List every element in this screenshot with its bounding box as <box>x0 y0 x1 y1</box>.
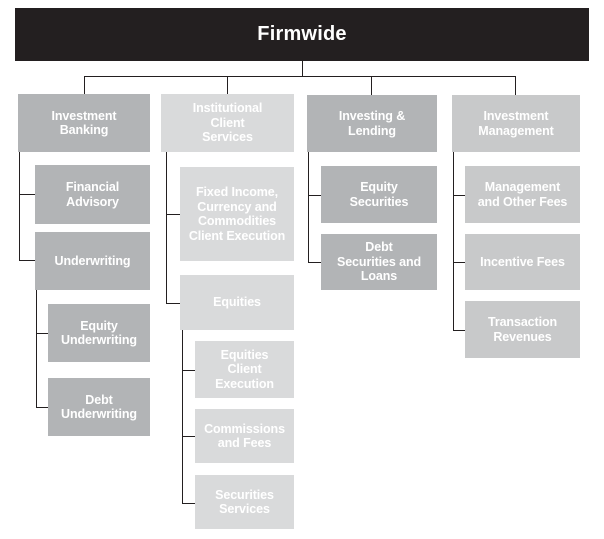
node-firmwide[interactable]: Firmwide <box>15 8 589 61</box>
connector-elbow-transaction-revenues <box>453 330 465 331</box>
node-management-and-other-fees[interactable]: Management and Other Fees <box>465 166 580 223</box>
node-investing-and-lending[interactable]: Investing & Lending <box>307 95 437 152</box>
connector-drop-institutional-client-services <box>227 76 228 94</box>
node-investment-management[interactable]: Investment Management <box>452 95 580 152</box>
node-equities-client-execution[interactable]: Equities Client Execution <box>195 341 294 398</box>
node-debt-underwriting[interactable]: Debt Underwriting <box>48 378 150 436</box>
connector-elbow-equity-underwriting <box>36 333 49 334</box>
node-incentive-fees[interactable]: Incentive Fees <box>465 234 580 290</box>
node-transaction-revenues[interactable]: Transaction Revenues <box>465 301 580 358</box>
node-institutional-client-services[interactable]: Institutional Client Services <box>161 94 294 152</box>
connector-elbow-ficc-client-execution <box>166 214 180 215</box>
connector-elbow-securities-services <box>182 503 195 504</box>
connector-spine-equities <box>182 330 183 503</box>
connector-drop-investment-banking <box>84 76 85 94</box>
connector-elbow-management-and-other-fees <box>453 195 465 196</box>
connector-elbow-equity-securities <box>308 195 321 196</box>
connector-root-bus <box>84 76 516 77</box>
connector-spine-underwriting <box>36 290 37 407</box>
connector-drop-investment-management <box>515 76 516 95</box>
connector-spine-investment-banking <box>19 152 20 260</box>
connector-elbow-commissions-and-fees <box>182 436 195 437</box>
connector-elbow-debt-securities-and-loans <box>308 262 321 263</box>
node-equity-securities[interactable]: Equity Securities <box>321 166 437 223</box>
node-debt-securities-and-loans[interactable]: Debt Securities and Loans <box>321 234 437 290</box>
connector-elbow-financial-advisory <box>19 194 35 195</box>
connector-drop-investing-and-lending <box>371 76 372 95</box>
connector-spine-institutional-client-services <box>166 152 167 303</box>
connector-spine-investing-and-lending <box>308 152 309 262</box>
connector-elbow-underwriting <box>19 260 35 261</box>
node-ficc-client-execution[interactable]: Fixed Income, Currency and Commodities C… <box>180 167 294 261</box>
connector-elbow-incentive-fees <box>453 262 465 263</box>
connector-spine-investment-management <box>453 152 454 330</box>
node-commissions-and-fees[interactable]: Commissions and Fees <box>195 409 294 463</box>
connector-elbow-equities <box>166 303 180 304</box>
connector-elbow-equities-client-execution <box>182 370 195 371</box>
node-underwriting[interactable]: Underwriting <box>35 232 150 290</box>
node-equities[interactable]: Equities <box>180 275 294 330</box>
node-financial-advisory[interactable]: Financial Advisory <box>35 165 150 224</box>
node-securities-services[interactable]: Securities Services <box>195 475 294 529</box>
node-investment-banking[interactable]: Investment Banking <box>18 94 150 152</box>
connector-elbow-debt-underwriting <box>36 407 49 408</box>
node-equity-underwriting[interactable]: Equity Underwriting <box>48 304 150 362</box>
connector-root-stem <box>302 61 303 77</box>
